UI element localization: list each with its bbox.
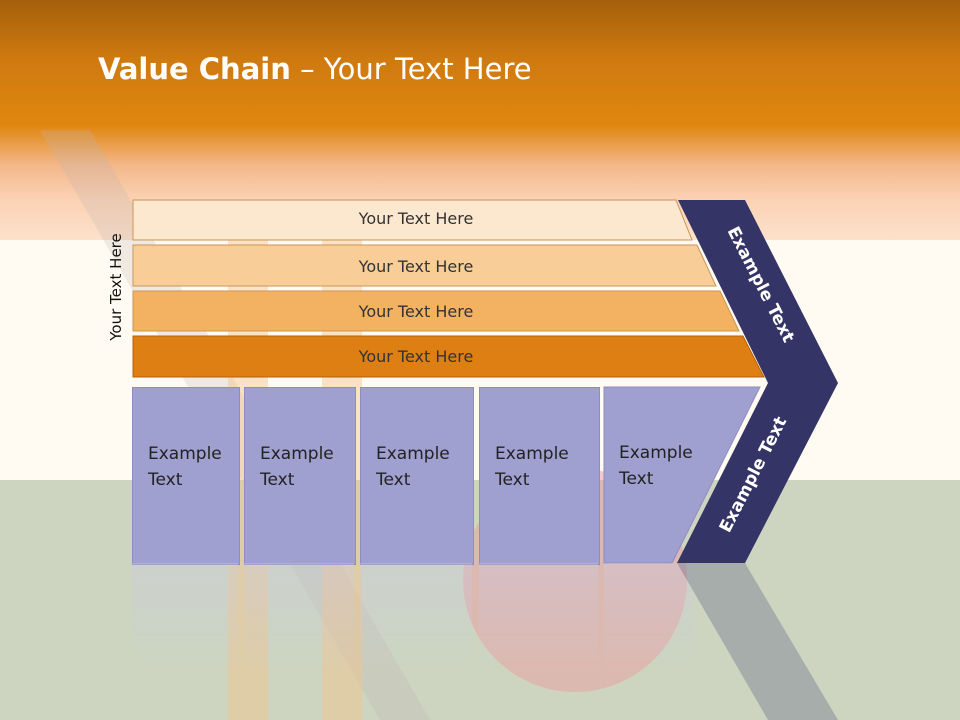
title-bold: Value Chain bbox=[98, 52, 291, 86]
activity-box-5: Example Text bbox=[604, 387, 694, 563]
title-rest: – Your Text Here bbox=[290, 52, 532, 86]
chevron-lower bbox=[677, 383, 838, 563]
row-2-label: Your Text Here bbox=[358, 257, 474, 276]
activity-box-4: Example Text bbox=[479, 387, 600, 565]
activity-box-1: Example Text bbox=[132, 387, 240, 565]
row-2-bar bbox=[132, 244, 717, 287]
activity-box-3-label: Example Text bbox=[376, 444, 450, 490]
row-3-bar bbox=[132, 290, 740, 332]
row-1-bar bbox=[132, 199, 693, 241]
chevron-upper bbox=[678, 200, 838, 383]
row-4-bar bbox=[132, 335, 765, 378]
row-4-label: Your Text Here bbox=[358, 347, 474, 366]
activity-box-3: Example Text bbox=[360, 387, 474, 565]
last-box-shape bbox=[603, 386, 761, 564]
row-1-label: Your Text Here bbox=[358, 209, 474, 228]
activity-box-5-label: Example Text bbox=[619, 443, 693, 489]
activity-box-1-label: Example Text bbox=[148, 444, 222, 490]
reflection bbox=[0, 563, 960, 720]
activity-box-2: Example Text bbox=[244, 387, 356, 565]
activity-box-4-label: Example Text bbox=[495, 444, 569, 490]
slide-title: Value Chain – Your Text Here bbox=[98, 52, 532, 86]
row-3-label: Your Text Here bbox=[358, 302, 474, 321]
activity-box-2-label: Example Text bbox=[260, 444, 334, 490]
